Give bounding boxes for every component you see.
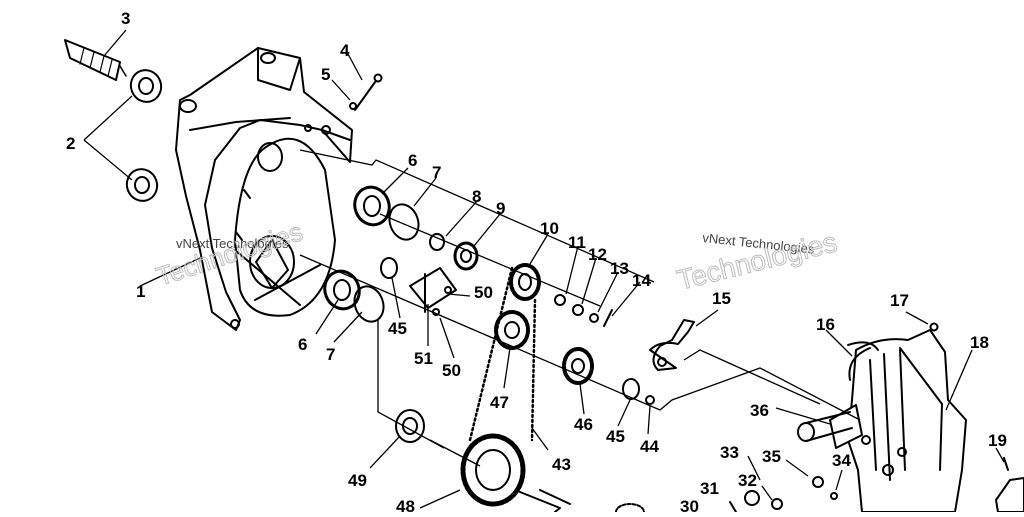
watermarks: vNext Technologies Technologies vNext Te… (152, 216, 840, 297)
callout: 14 (632, 271, 651, 290)
callout: 34 (832, 451, 851, 470)
callout: 31 (700, 479, 719, 498)
callout: 45 (606, 427, 625, 446)
callout: 2 (66, 134, 75, 153)
callout-labels: 1 2 3 4 5 6 6 7 7 8 9 10 11 12 13 14 15 … (66, 9, 1007, 516)
upper-sprocket (509, 263, 541, 301)
callout: 45 (388, 319, 407, 338)
thrust-washer (395, 409, 425, 443)
leader-lines (83, 29, 1005, 509)
washer-32 (771, 498, 783, 510)
callout: 3 (121, 9, 130, 28)
retaining-ring-upper (388, 203, 420, 241)
callout: 13 (610, 259, 629, 278)
bearing-upper (353, 185, 391, 227)
callout: 1 (136, 282, 145, 301)
screw-17 (929, 322, 939, 332)
callout: 8 (472, 187, 481, 206)
callout: 50 (474, 283, 493, 302)
shift-arm (649, 319, 695, 371)
callout: 6 (298, 335, 307, 354)
callout: 47 (490, 393, 509, 412)
seal-upper (129, 69, 163, 103)
nut-31 (744, 490, 760, 506)
callout: 33 (720, 443, 739, 462)
watermark-text: Technologies (153, 216, 307, 291)
callout: 48 (396, 497, 415, 512)
drive-chain (468, 266, 537, 442)
retaining-ring-lower (353, 285, 385, 323)
callout: 44 (640, 437, 659, 456)
washer-small (572, 304, 584, 316)
centre-lines (299, 149, 861, 467)
bearing-lower (323, 269, 361, 311)
callout: 17 (890, 291, 909, 310)
callout: 6 (408, 151, 417, 170)
nut-35 (812, 476, 824, 488)
callout: 35 (762, 447, 781, 466)
idler-washer (380, 257, 398, 279)
ring-44 (645, 395, 655, 405)
large-sprocket (460, 433, 571, 513)
seal-lower (125, 168, 159, 202)
callout: 49 (348, 471, 367, 490)
lock-washer (349, 102, 357, 110)
washer (429, 233, 445, 251)
idler-bracket (409, 267, 457, 313)
cover-19 (995, 477, 1024, 513)
cotter-pin (603, 309, 613, 327)
nut (589, 313, 599, 323)
callout: 11 (568, 233, 586, 252)
callout: 51 (414, 349, 433, 368)
right-housing (797, 329, 967, 513)
callout: 30 (680, 497, 699, 512)
callout: 36 (750, 401, 769, 420)
drive-shaft (64, 39, 127, 81)
lower-sprocket (562, 347, 594, 385)
callout: 50 (442, 361, 461, 380)
callout: 18 (970, 333, 989, 352)
bolt-30 (729, 501, 737, 513)
callout: 7 (432, 163, 441, 182)
pin-19 (1003, 457, 1009, 471)
washer-45 (622, 378, 640, 400)
seal-16 (848, 347, 871, 381)
callout: 16 (816, 315, 835, 334)
callout: 10 (540, 219, 559, 238)
callout: 9 (496, 199, 505, 218)
callout: 43 (552, 455, 571, 474)
bolt (354, 73, 383, 111)
bolt-small (444, 286, 452, 294)
washer-34 (830, 492, 838, 500)
callout: 32 (738, 471, 757, 490)
bearing-small (453, 241, 479, 271)
callout: 15 (712, 289, 731, 308)
spacer (554, 294, 566, 306)
callout: 46 (574, 415, 593, 434)
gear-partial (615, 503, 645, 517)
watermark-text: vNext Technologies (176, 236, 289, 251)
callout: 4 (340, 41, 350, 60)
callout: 5 (321, 65, 330, 84)
callout: 19 (988, 431, 1007, 450)
callout: 7 (326, 345, 335, 364)
chain-case-housing (175, 47, 353, 331)
idler-sprocket (494, 310, 530, 350)
callout: 12 (588, 245, 607, 264)
